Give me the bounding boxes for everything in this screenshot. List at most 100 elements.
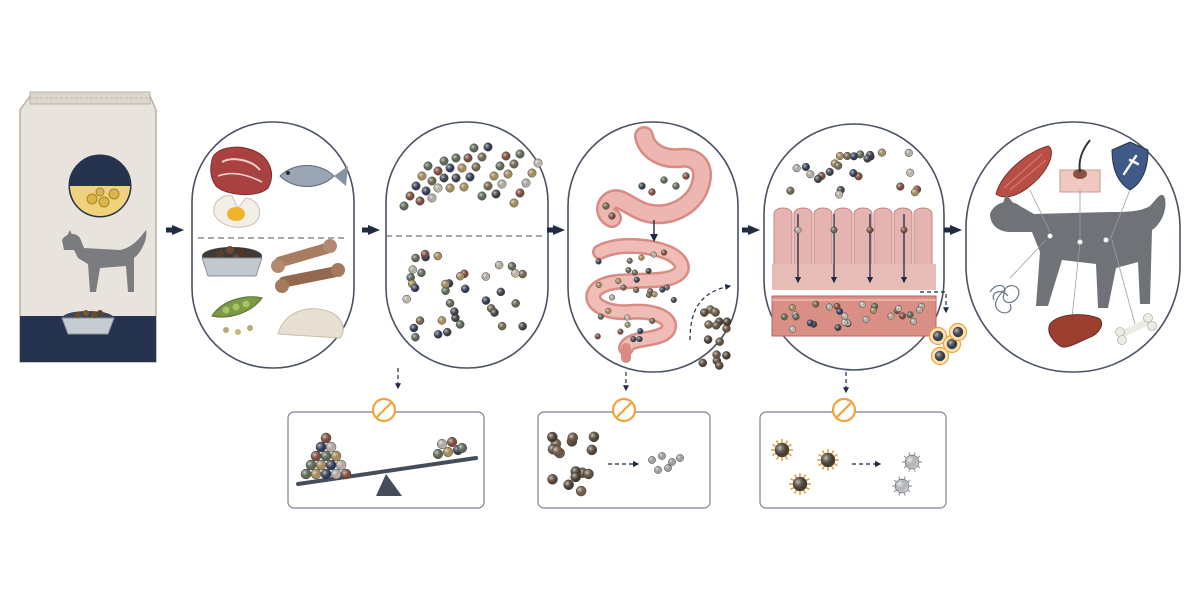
particle-highlight	[326, 460, 336, 470]
particle-highlight	[509, 159, 519, 169]
particle-highlight	[439, 173, 449, 183]
particle-highlight	[586, 444, 597, 455]
enzyme-icon	[989, 284, 1020, 314]
particle-highlight	[469, 143, 479, 153]
flow-arrow	[166, 225, 184, 235]
particle-highlight	[700, 308, 709, 317]
particle-highlight	[447, 437, 457, 447]
particle-highlight	[336, 460, 346, 470]
particle-highlight	[583, 468, 594, 479]
particle-highlight	[570, 471, 581, 482]
particle-highlight	[807, 319, 814, 327]
particle-highlight	[495, 261, 504, 270]
grey-particle-icon	[892, 452, 922, 496]
spike	[893, 479, 897, 483]
particle-highlight	[477, 191, 487, 201]
particle-highlight	[841, 319, 848, 326]
particle-highlight	[450, 307, 459, 316]
spike	[802, 489, 807, 494]
flow-arrow	[944, 225, 962, 235]
particle-highlight	[668, 458, 676, 466]
particle-highlight	[863, 154, 872, 163]
spike	[772, 452, 777, 457]
particle-highlight	[451, 153, 461, 163]
particle-highlight	[870, 307, 877, 314]
particle-highlight	[509, 198, 519, 208]
particle-highlight	[672, 182, 680, 190]
particle-highlight	[896, 182, 905, 191]
broken-particles-icon	[648, 452, 684, 474]
particle-highlight	[704, 335, 713, 344]
particle-highlight	[563, 479, 574, 490]
body-uses-panel	[965, 121, 1181, 373]
particle-highlight	[906, 168, 914, 177]
particle-highlight	[636, 336, 643, 342]
absorption-panel	[763, 123, 945, 371]
spike	[821, 450, 826, 455]
spike	[908, 468, 911, 472]
spike	[805, 486, 810, 491]
particle-highlight	[638, 254, 645, 261]
particle-highlight	[596, 282, 602, 288]
particle-highlight	[498, 322, 507, 331]
particle-highlight	[704, 320, 713, 329]
particle-highlight	[594, 333, 601, 340]
particle-highlight	[415, 196, 425, 206]
spike	[775, 455, 780, 460]
particle-highlight	[836, 152, 844, 160]
particle-highlight	[518, 322, 527, 331]
pea-pod-icon	[211, 296, 263, 335]
heavy-particle-pile-icon	[300, 432, 352, 480]
intestinal-wall	[772, 264, 936, 290]
particle-highlight	[947, 339, 957, 349]
particle-highlight	[835, 190, 843, 199]
particle-highlight	[671, 297, 677, 303]
particle-highlight	[648, 456, 656, 464]
spike	[787, 452, 792, 457]
particle-highlight	[441, 280, 450, 289]
particle-highlight	[620, 284, 627, 291]
particle-highlight	[647, 288, 654, 295]
particle-highlight	[887, 312, 895, 320]
particle-highlight	[331, 469, 341, 479]
particle-highlight	[793, 477, 807, 491]
particle-highlight	[437, 439, 447, 449]
particle-highlight	[806, 170, 815, 179]
particle-highlight	[834, 324, 842, 331]
particle-highlight	[417, 268, 426, 277]
spike	[898, 492, 901, 496]
particle-highlight	[633, 276, 640, 283]
particle-highlight	[617, 328, 624, 335]
particle-highlight	[794, 226, 802, 234]
particle-highlight	[608, 212, 616, 220]
digesting-particles-icon	[594, 172, 690, 343]
light-particle-pile-icon	[432, 436, 468, 460]
particle-highlight	[625, 267, 632, 273]
spike	[903, 492, 906, 496]
particle-highlight	[316, 442, 326, 452]
particle-highlight	[830, 226, 838, 234]
particle-highlight	[451, 173, 461, 183]
particle-highlight	[471, 162, 481, 172]
particle-highlight	[775, 443, 789, 457]
particle-highlight	[615, 278, 622, 284]
egg-icon	[213, 195, 261, 228]
spike	[917, 465, 921, 469]
particle-highlight	[456, 320, 465, 329]
particle-highlight	[648, 188, 656, 196]
particle-highlight	[437, 316, 446, 325]
particle-highlight	[802, 163, 810, 171]
spike	[893, 489, 897, 493]
particle-highlight	[953, 327, 963, 337]
particle-highlight	[935, 351, 945, 361]
particle-highlight	[722, 324, 731, 333]
spike	[833, 462, 838, 467]
particle-highlight	[547, 432, 558, 443]
spike	[917, 455, 921, 459]
particle-highlight	[905, 455, 919, 469]
particle-highlight	[433, 183, 443, 193]
flow-arrow	[920, 291, 949, 314]
particle-highlight	[715, 337, 724, 346]
particle-highlight	[698, 358, 707, 367]
particle-highlight	[411, 283, 420, 292]
